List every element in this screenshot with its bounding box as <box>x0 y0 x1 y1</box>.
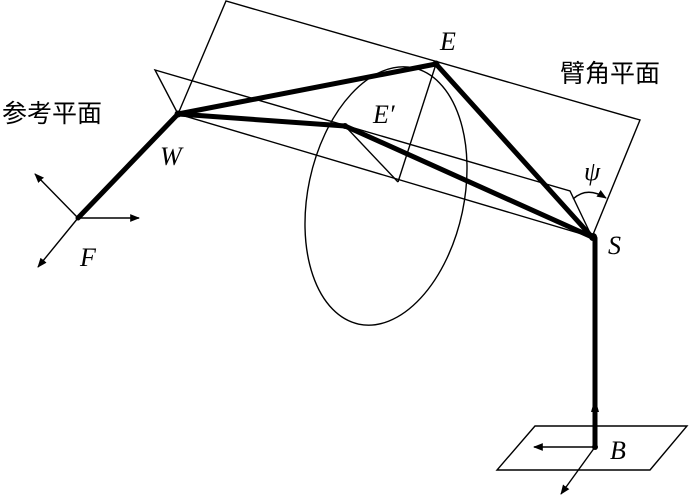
elbow-reference-joint <box>342 123 348 129</box>
arm-plane <box>177 0 641 238</box>
reference-plane <box>153 68 593 238</box>
elbow-circle <box>304 66 468 326</box>
label-s: S <box>608 231 621 260</box>
base-platform <box>495 425 689 471</box>
base-up-arrow-icon <box>591 398 599 412</box>
label-psi: ψ <box>584 157 601 186</box>
label-reference-plane: 参考平面 <box>2 99 102 128</box>
projection-line-e-prime <box>344 125 399 183</box>
label-arm-plane: 臂角平面 <box>560 59 660 88</box>
arm-links-actual <box>75 61 595 240</box>
label-b: B <box>610 436 626 465</box>
label-w: W <box>160 142 184 171</box>
shoulder-joint <box>589 233 597 241</box>
label-e: E <box>439 27 456 56</box>
label-e-prime: E′ <box>372 100 395 129</box>
label-f: F <box>79 243 97 272</box>
projection-line-e <box>397 63 437 183</box>
frame-f-axis-down <box>37 217 79 268</box>
elbow-joint <box>432 60 440 68</box>
psi-angle-arc <box>572 189 607 200</box>
frame-b-axis-down <box>560 446 596 495</box>
wrist-joint <box>174 110 182 118</box>
frame-f-axis-up <box>34 173 79 219</box>
